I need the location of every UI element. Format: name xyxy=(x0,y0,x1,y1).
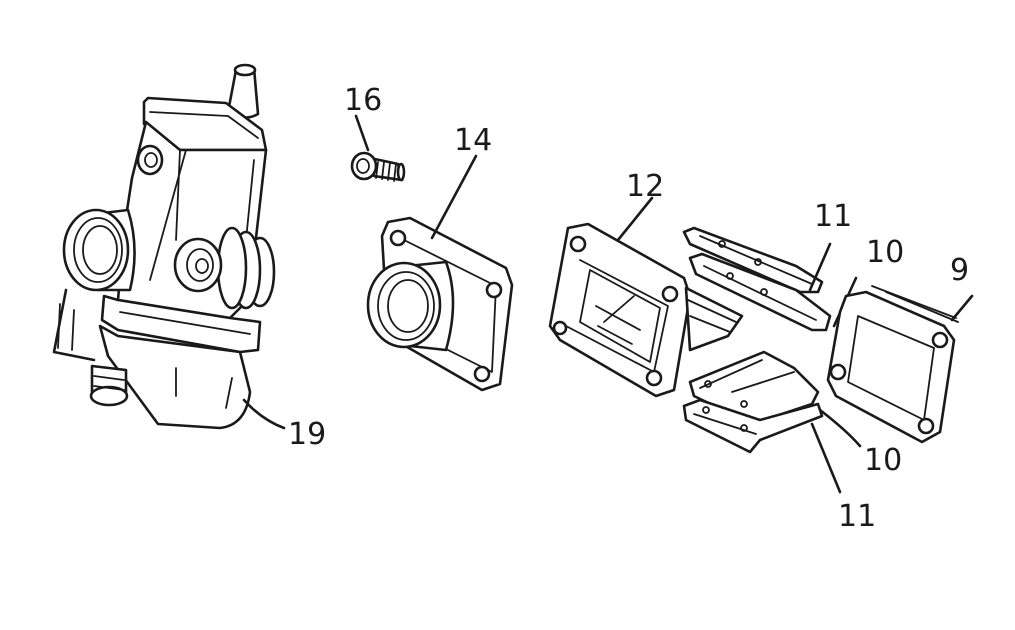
intake-manifold-drawing xyxy=(366,154,514,392)
gasket-drawing xyxy=(826,285,974,444)
reed-block-drawing xyxy=(548,196,744,398)
callout-11-upper: 11 xyxy=(814,199,852,234)
reed-stopper-upper-drawing xyxy=(688,252,858,332)
reed-petal-lower-drawing xyxy=(682,398,842,494)
callout-10-upper: 10 xyxy=(866,235,904,270)
callout-12: 12 xyxy=(626,169,664,204)
bolt-drawing xyxy=(350,114,406,182)
callout-16: 16 xyxy=(344,83,382,118)
callout-14: 14 xyxy=(454,123,492,158)
callout-10-lower: 10 xyxy=(864,443,902,478)
callout-11-lower: 11 xyxy=(838,499,876,534)
callout-19: 19 xyxy=(288,417,326,452)
reed-petal-upper-drawing xyxy=(682,226,832,294)
callout-9: 9 xyxy=(950,253,969,288)
carburetor-drawing xyxy=(52,63,286,430)
